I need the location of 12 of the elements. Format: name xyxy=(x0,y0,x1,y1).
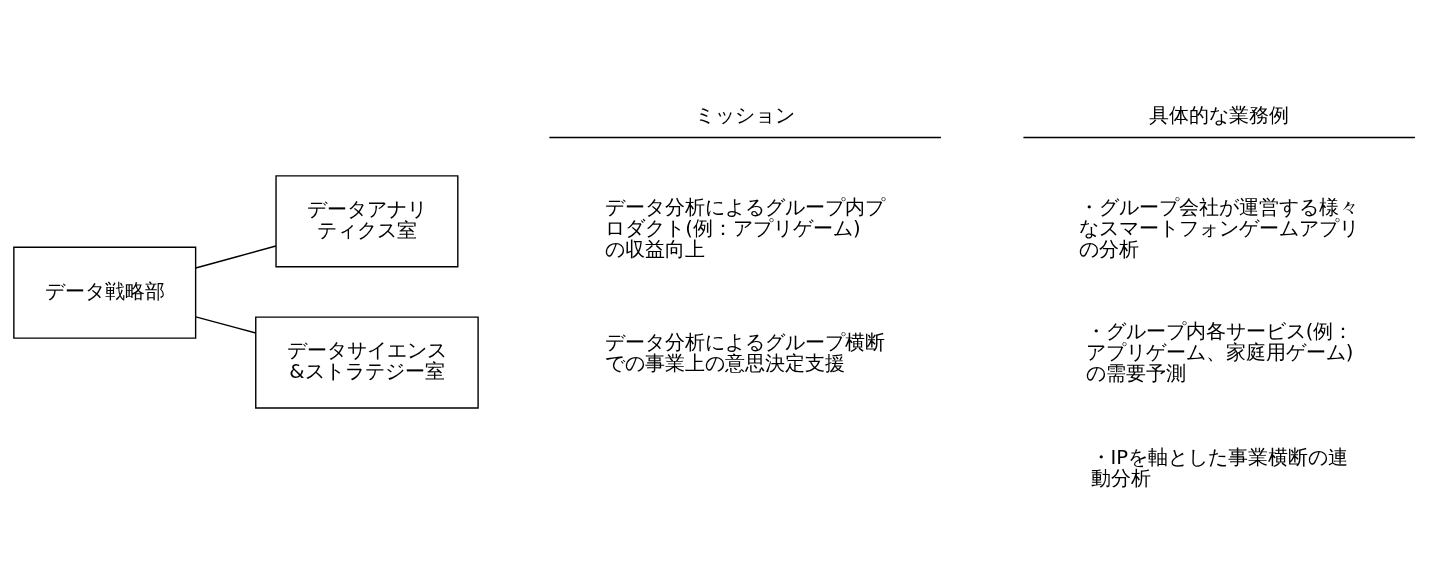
label: データ分析によるグループ横断での事業上の意思決定支援 xyxy=(605,330,886,375)
label: データ分析によるグループ内プロダクト(例：アプリゲーム)の収益向上 xyxy=(605,195,886,261)
node-box: データサイエンス&ストラテジー室 xyxy=(255,316,479,409)
label: ミッション xyxy=(694,104,795,128)
label: ・グループ会社が運営する様々なスマートフォンゲームアプリの分析 xyxy=(1079,195,1360,261)
label: ・IPを軸とした事業横断の連動分析 xyxy=(1090,445,1349,490)
connector xyxy=(195,316,257,334)
label: ・グループ内各サービス(例：アプリゲーム、家庭用ゲーム)の需要予測 xyxy=(1085,320,1354,386)
node-box: データアナリティクス室 xyxy=(275,175,459,268)
node-box: データ戦略部 xyxy=(13,246,197,339)
label: 具体的な業務例 xyxy=(1149,104,1290,128)
connector xyxy=(195,245,277,269)
